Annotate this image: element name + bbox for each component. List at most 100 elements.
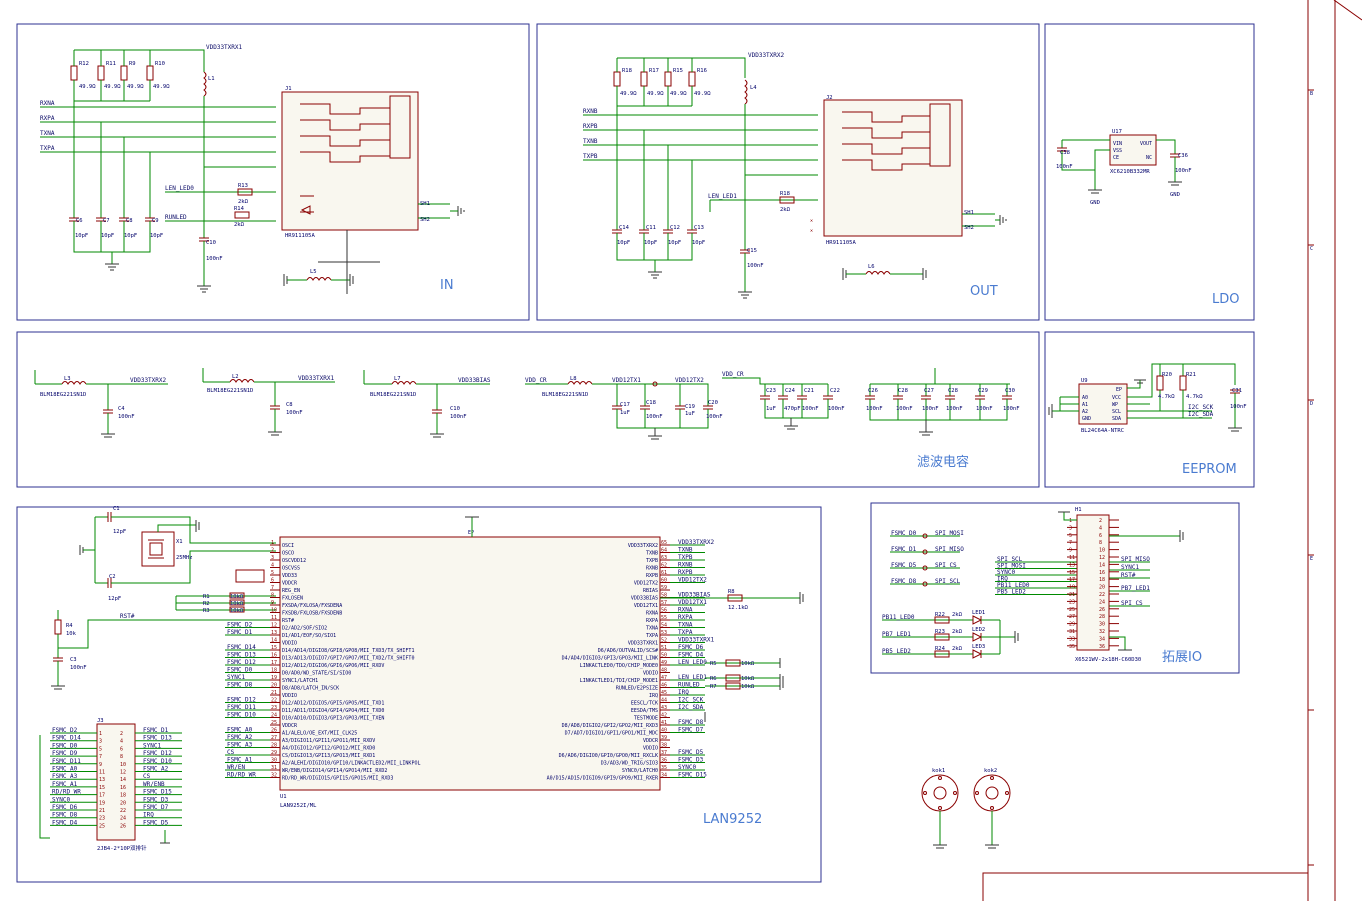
lan-left-net: CS xyxy=(227,749,235,756)
ldo-gnd1: GND xyxy=(1090,200,1100,206)
lan-right-pin-name: D6/AD6/OUTVALID/SCS# xyxy=(598,648,658,654)
c9-val: 10pF xyxy=(150,233,163,239)
h1-pin-num: 2 xyxy=(1099,518,1102,524)
lan-right-net: VDD12TX2 xyxy=(678,577,707,584)
l3-net: VDD33TXRX2 xyxy=(130,377,167,384)
j3-pin-num: 21 xyxy=(99,808,105,814)
c22-ref: C22 xyxy=(830,388,840,394)
lan-left-pin-num: 23 xyxy=(271,705,277,711)
j3-pin-num: 4 xyxy=(120,739,123,745)
r20-val: 4.7kΩ xyxy=(1158,394,1175,400)
lan-left-pin-name: D2/AD2/SOF/SIO2 xyxy=(282,626,327,632)
lan-left-pin-name: OSCVDD12 xyxy=(282,558,306,564)
c12-ref: C12 xyxy=(670,225,680,231)
j3-left-net: FSMC_D8 xyxy=(52,812,78,819)
in-signal-nets: RXNA RXPA TXNA TXPA xyxy=(40,100,276,153)
border-mark-e: E xyxy=(1310,556,1313,562)
lan-right-pin-num: 40 xyxy=(661,728,667,734)
kok1-label: kok1 xyxy=(932,768,945,774)
h1-pins: 1357911131517192123252729313335246810121… xyxy=(1067,518,1119,650)
lan-right-pin-num: 59 xyxy=(661,585,667,591)
j3-pin-num: 23 xyxy=(99,816,105,822)
r17-ref: R17 xyxy=(649,68,659,74)
crystal-section: C1 12pF C2 12pF X1 25MHz xyxy=(79,506,276,602)
r18b-ref: R18 xyxy=(780,191,790,197)
expand-right-net: RST# xyxy=(1121,572,1136,579)
filter-caps-b: VDD_CR C23 1uF C24 470pF C21 100nF C22 1… xyxy=(722,371,845,430)
filter-frame xyxy=(16,331,1040,488)
lan-right-net: FSMC_D6 xyxy=(678,644,704,651)
lan-block-label: LAN9252 xyxy=(703,812,762,827)
l2-part: BLM18EG221SN1D xyxy=(207,388,253,394)
h1-header: H1 X6521WV-2x18H-C60D30 1357911131517192… xyxy=(1058,507,1184,663)
j3-pin-num: 15 xyxy=(99,785,105,791)
j3-pin-num: 12 xyxy=(120,770,126,776)
lan-right-pin-num: 63 xyxy=(661,555,667,561)
filter-block: 滤波电容 L3 BLM18EG221SN1D VDD33TXRX2 C4 100… xyxy=(16,331,1040,488)
lan-right-pin-num: 45 xyxy=(661,690,667,696)
h1-pin-num: 15 xyxy=(1069,570,1075,576)
lan-right-pin-num: 43 xyxy=(661,705,667,711)
lan-left-pin-num: 30 xyxy=(271,758,277,764)
c20-ref: C20 xyxy=(708,400,718,406)
mounting-holes: kok1 kok2 xyxy=(921,768,1011,849)
j3-body xyxy=(96,723,136,841)
h1-pin-num: 31 xyxy=(1069,629,1075,635)
c6-ref: C6 xyxy=(76,218,83,224)
u9-part: BL24C64A-NTRC xyxy=(1081,428,1124,434)
lan-right-net: FSMC_D15 xyxy=(678,772,707,779)
j3-pin-num: 10 xyxy=(120,762,126,768)
in-led-net2: RUNLED xyxy=(165,214,187,221)
expand-right-net: SPI_MISO xyxy=(1121,556,1150,563)
expand-mid-net: SPI_MOSI xyxy=(997,563,1026,570)
r2-ref: R2 xyxy=(203,601,210,607)
expand-led-res-ref: R23 xyxy=(935,629,945,635)
j3-right-net: FSMC_D3 xyxy=(143,796,169,803)
lan-frame xyxy=(16,506,822,883)
h1-pin-num: 18 xyxy=(1099,577,1105,583)
lan-right-passives: R8 12.1kΩ R5 10kΩ R6 10kΩ R7 10kΩ xyxy=(660,589,804,722)
eeprom-frame xyxy=(1044,331,1255,488)
l8-part: BLM18EG221SN1D xyxy=(542,392,588,398)
c21-val: 100nF xyxy=(802,406,819,412)
h1-pin-num: 9 xyxy=(1069,548,1072,554)
r14-val: 2kΩ xyxy=(234,222,245,228)
j3-pin-num: 7 xyxy=(99,754,102,760)
j3-pin-num: 3 xyxy=(99,739,102,745)
c24-val: 470pF xyxy=(784,406,801,412)
r17-val: 49.9Ω xyxy=(647,91,664,97)
j3-right-net: FSMC_D10 xyxy=(143,758,172,765)
lan-right-pin-num: 48 xyxy=(661,668,667,674)
j3-right-net: FSMC_D5 xyxy=(143,819,169,826)
lan-right-pin-name: D4/AD4/DIGIO3/GPI3/GPO3/MII_LINK xyxy=(562,656,658,662)
c27-ref: C27 xyxy=(924,388,934,394)
out-caps: C14 10pF C11 10pF C12 10pF C13 10pF xyxy=(612,106,705,279)
out-signal-nets: RXNB RXPB TXNB TXPB xyxy=(583,108,818,161)
lan-block: LAN9252 C1 12pF C2 12pF X1 25MHz xyxy=(16,506,822,883)
h1-pin-num: 3 xyxy=(1069,525,1072,531)
lan-right-pin-num: 37 xyxy=(661,750,667,756)
lan-left-pin-name: VDDCR xyxy=(282,581,298,587)
lan-left-pin-num: 29 xyxy=(271,750,277,756)
r4-ref: R4 xyxy=(66,623,73,629)
r4-val: 10k xyxy=(66,631,77,637)
lan-right-pin-name: VDDIO xyxy=(643,746,658,752)
c29-ref: C29 xyxy=(978,388,988,394)
c6-val: 10pF xyxy=(75,233,88,239)
r10-val: 49.9Ω xyxy=(153,84,170,90)
filter-chain-2: L2 BLM18EG221SN1D VDD33TXRX1 C8 100nF xyxy=(202,368,335,436)
j1-val: HR911105A xyxy=(285,233,315,239)
lan-left-net: FSMC_D13 xyxy=(227,652,256,659)
lan-right-pin-name: A0/D15/AD15/DIGIO9/GPI9/GPO9/MII_RXER xyxy=(547,776,659,782)
expand-led-net: PB7_LED1 xyxy=(882,631,911,638)
lan-right-net: RXPB xyxy=(678,569,693,576)
h1-pin-num: 8 xyxy=(1099,540,1102,546)
j3-left-net: FSMC_D14 xyxy=(52,735,81,742)
lan-right-pin-num: 62 xyxy=(661,563,667,569)
expand-led-res-val: 2kΩ xyxy=(952,612,963,618)
r8-val: 12.1kΩ xyxy=(728,605,749,611)
lan-left-pin-name: OSCI xyxy=(282,543,294,549)
